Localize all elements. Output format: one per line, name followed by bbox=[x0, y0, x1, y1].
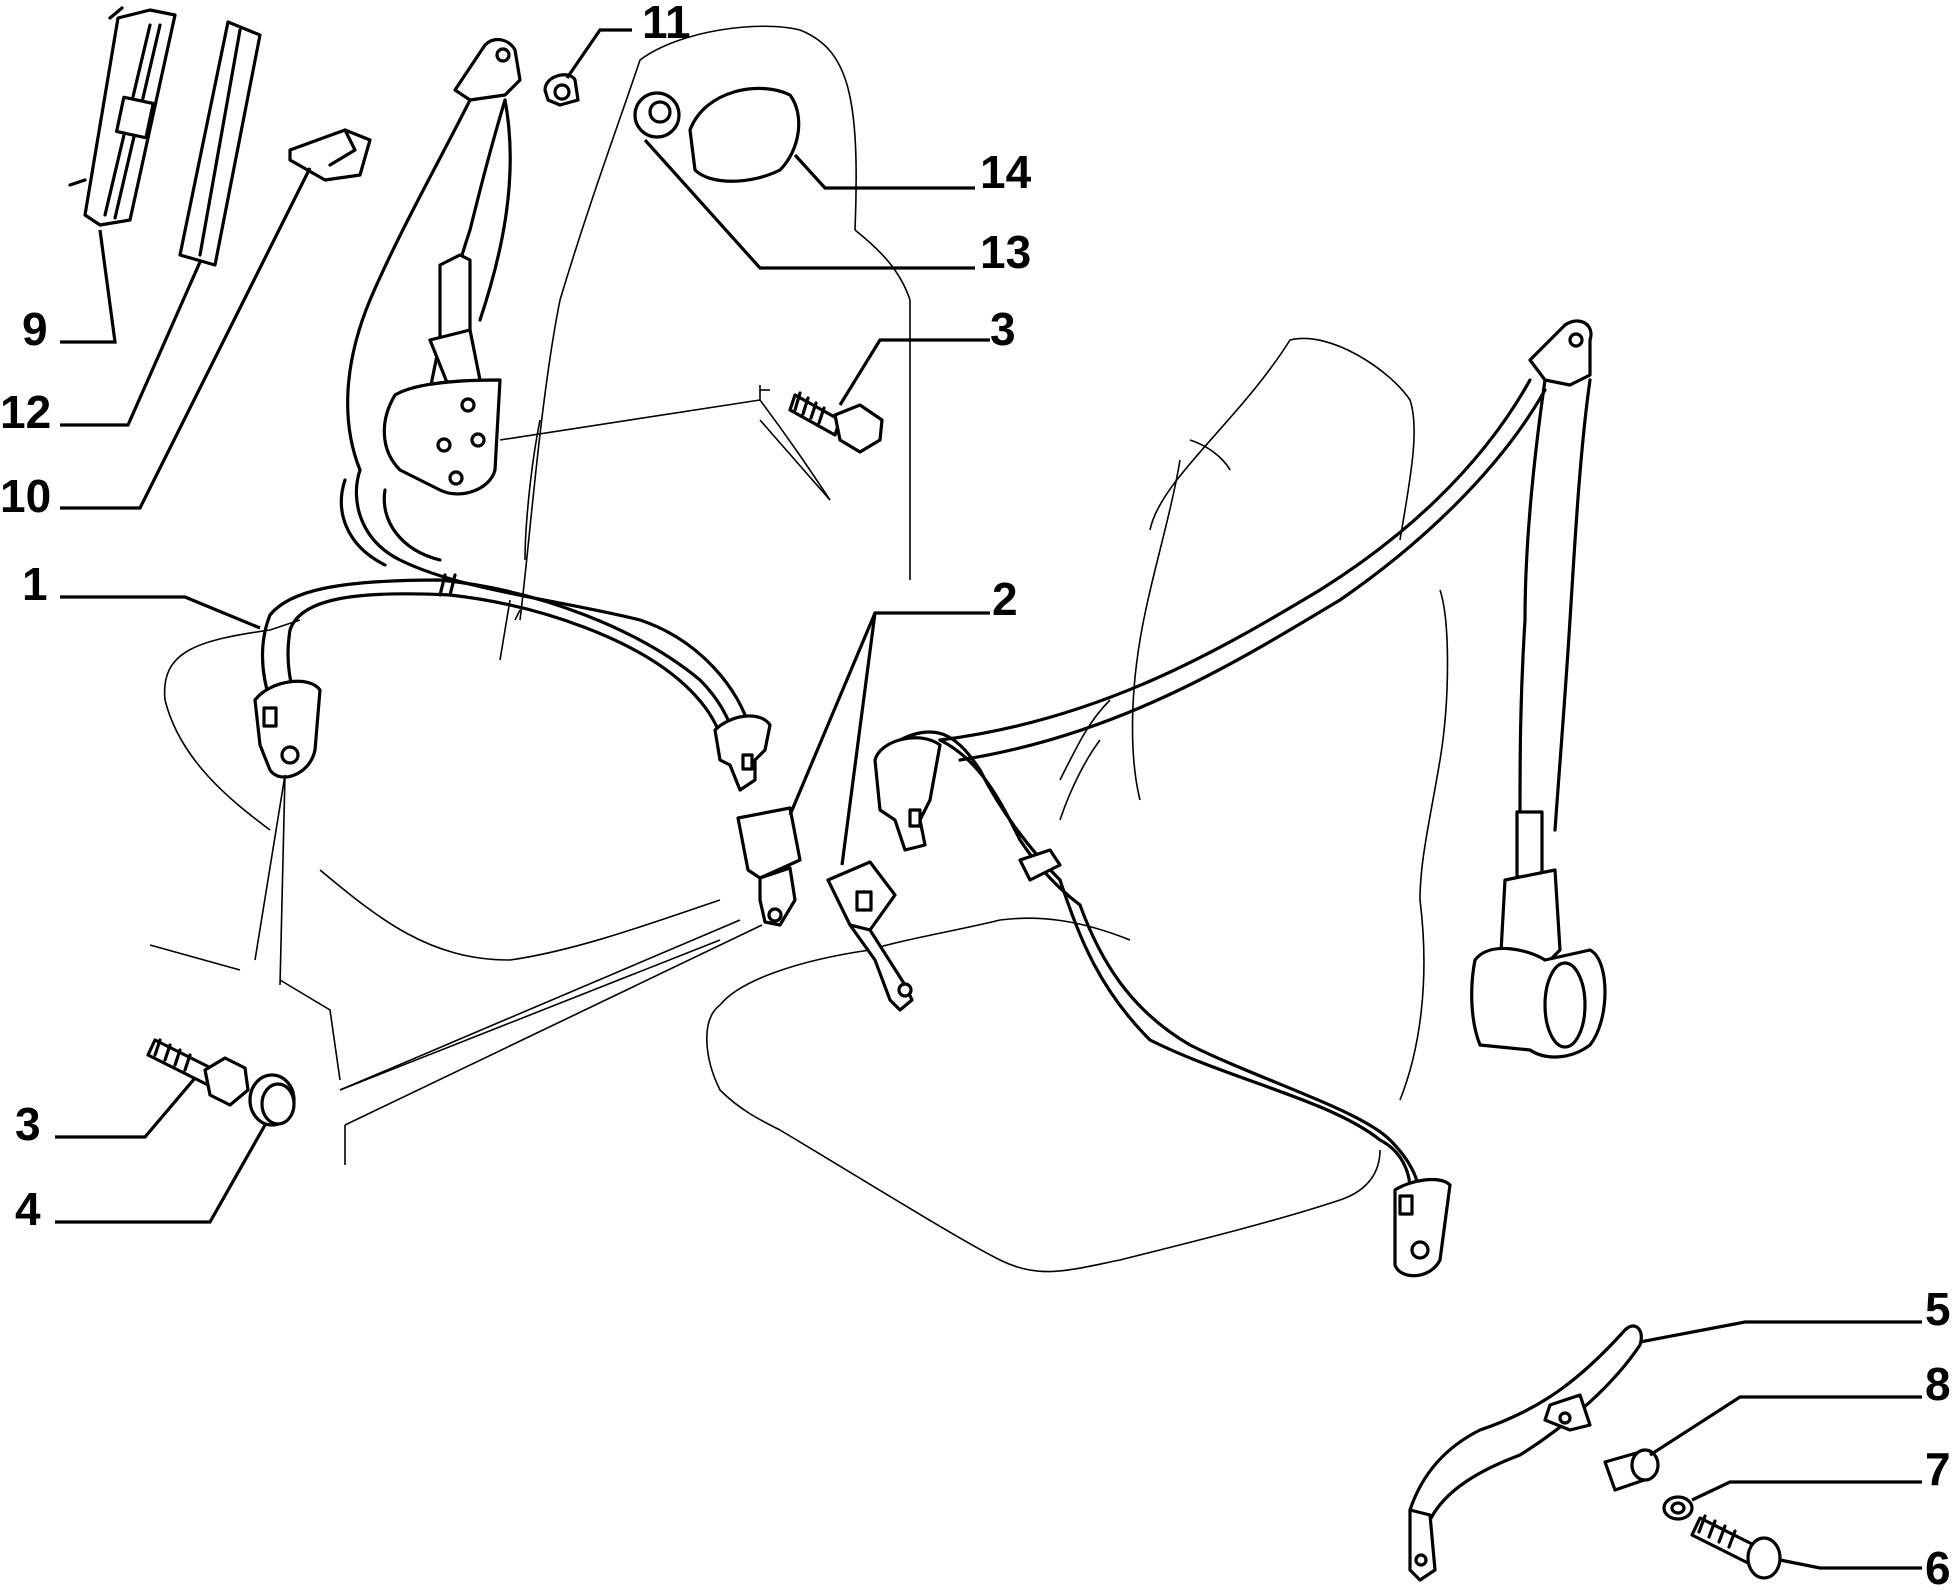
part-3-bolt-bottom bbox=[146, 1038, 250, 1107]
callout-13: 13 bbox=[980, 226, 1031, 278]
part-14-cap bbox=[688, 86, 801, 183]
part-3-bolt-top bbox=[788, 391, 884, 454]
buckle-right bbox=[826, 860, 914, 1012]
callout-11: 11 bbox=[642, 0, 691, 48]
callout-3-bottom: 3 bbox=[15, 1098, 41, 1150]
callout-3-top: 3 bbox=[990, 303, 1016, 355]
upper-anchor-plate bbox=[453, 37, 522, 102]
callout-4: 4 bbox=[15, 1183, 41, 1235]
callout-9: 9 bbox=[22, 303, 48, 355]
assembly-reference-lines bbox=[254, 385, 831, 1126]
part-13-nut bbox=[633, 91, 681, 139]
callout-8: 8 bbox=[1925, 1358, 1951, 1410]
callout-12: 12 bbox=[0, 386, 51, 438]
left-belt-tongue bbox=[713, 714, 772, 792]
callout-2: 2 bbox=[992, 573, 1018, 625]
left-lower-anchor bbox=[253, 679, 322, 779]
callout-14: 14 bbox=[980, 146, 1032, 198]
callout-7: 7 bbox=[1925, 1443, 1951, 1495]
part-5-handle-bar bbox=[1408, 1324, 1643, 1582]
part-9-bracket bbox=[68, 6, 177, 227]
left-seat-outline bbox=[149, 25, 911, 1165]
left-seat-belt-assembly bbox=[253, 37, 772, 792]
part-8-spacer bbox=[1603, 1448, 1660, 1492]
callout-10: 10 bbox=[0, 470, 51, 522]
leader-lines bbox=[55, 28, 1922, 1570]
right-seat-outline bbox=[706, 337, 1449, 1273]
part-10-clip bbox=[288, 128, 372, 182]
part-4-cap bbox=[248, 1073, 296, 1127]
callout-5: 5 bbox=[1925, 1283, 1951, 1335]
part-12-trim-strip bbox=[178, 20, 262, 267]
part-11-nut bbox=[543, 73, 580, 107]
right-seat-belt-assembly bbox=[873, 319, 1607, 1278]
retractor-body bbox=[438, 253, 472, 342]
buckle-left bbox=[736, 806, 802, 927]
part-7-washer bbox=[1662, 1495, 1694, 1521]
part-6-screw bbox=[1690, 1514, 1782, 1580]
callout-6: 6 bbox=[1925, 1542, 1951, 1589]
callout-1: 1 bbox=[22, 558, 48, 610]
